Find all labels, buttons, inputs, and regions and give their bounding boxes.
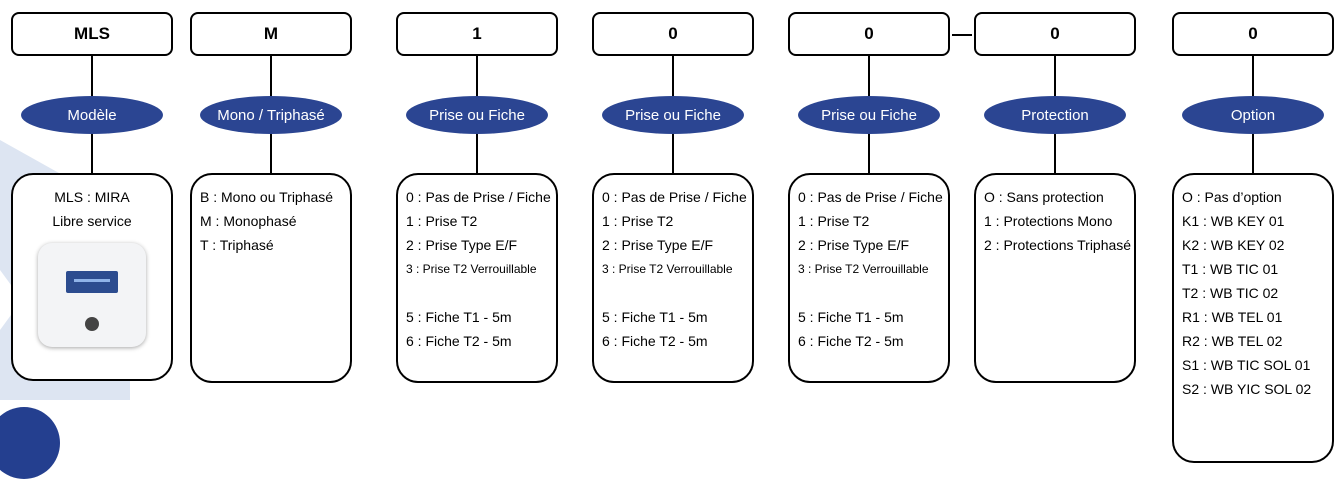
description-line: T : Triphasé	[200, 237, 274, 253]
charging-station-image	[38, 243, 146, 347]
category-label: Option	[1182, 96, 1324, 134]
description-line: S1 : WB TIC SOL 01	[1182, 357, 1311, 373]
description-line: 2 : Prise Type E/F	[406, 237, 518, 253]
description-line: 2 : Prise Type E/F	[798, 237, 910, 253]
connector-line	[1252, 56, 1254, 96]
code-box: MLS	[11, 12, 173, 56]
description-line: O : Pas d’option	[1182, 189, 1282, 205]
description-line: T2 : WB TIC 02	[1182, 285, 1279, 301]
description-line: 5 : Fiche T1 - 5m	[406, 309, 512, 325]
description-line: 0 : Pas de Prise / Fiche	[798, 189, 943, 205]
category-label: Modèle	[21, 96, 163, 134]
description-box: MLS : MIRA Libre service	[11, 173, 173, 381]
description-box: 0 : Pas de Prise / Fiche 1 : Prise T2 2 …	[396, 173, 558, 383]
code-box: 0	[1172, 12, 1334, 56]
station-button	[85, 317, 99, 331]
description-box: O : Pas d’option K1 : WB KEY 01 K2 : WB …	[1172, 173, 1334, 463]
category-label: Prise ou Fiche	[602, 96, 744, 134]
connector-line	[270, 134, 272, 174]
description-line: 1 : Prise T2	[798, 213, 870, 229]
connector-line	[1252, 134, 1254, 174]
category-label: Protection	[984, 96, 1126, 134]
separator-dash	[952, 34, 972, 36]
description-line: 1 : Protections Mono	[984, 213, 1113, 229]
code-box: 0	[788, 12, 950, 56]
description-box: O : Sans protection 1 : Protections Mono…	[974, 173, 1136, 383]
description-line: MLS : MIRA	[54, 189, 130, 205]
description-line: 1 : Prise T2	[406, 213, 478, 229]
category-label: Mono / Triphasé	[200, 96, 342, 134]
description-line: 5 : Fiche T1 - 5m	[798, 309, 904, 325]
background-circle	[0, 407, 60, 479]
description-box: 0 : Pas de Prise / Fiche 1 : Prise T2 2 …	[592, 173, 754, 383]
description-line: 6 : Fiche T2 - 5m	[602, 333, 708, 349]
description-line: 6 : Fiche T2 - 5m	[406, 333, 512, 349]
description-line: B : Mono ou Triphasé	[200, 189, 334, 205]
code-box: 0	[974, 12, 1136, 56]
description-line: R1 : WB TEL 01	[1182, 309, 1283, 325]
connector-line	[270, 56, 272, 96]
description-line: 2 : Prise Type E/F	[602, 237, 714, 253]
connector-line	[91, 134, 93, 174]
code-box: M	[190, 12, 352, 56]
connector-line	[868, 56, 870, 96]
station-screen	[66, 271, 118, 293]
connector-line	[868, 134, 870, 174]
description-line: 3 : Prise T2 Verrouillable	[406, 262, 537, 276]
category-label: Prise ou Fiche	[798, 96, 940, 134]
description-line: 0 : Pas de Prise / Fiche	[602, 189, 747, 205]
description-line: M : Monophasé	[200, 213, 297, 229]
description-line: 5 : Fiche T1 - 5m	[602, 309, 708, 325]
description-line: 6 : Fiche T2 - 5m	[798, 333, 904, 349]
description-line: O : Sans protection	[984, 189, 1104, 205]
description-line: R2 : WB TEL 02	[1182, 333, 1283, 349]
description-line: K1 : WB KEY 01	[1182, 213, 1285, 229]
description-line: Libre service	[52, 213, 132, 229]
category-label: Prise ou Fiche	[406, 96, 548, 134]
description-line: 3 : Prise T2 Verrouillable	[798, 262, 929, 276]
description-line: 0 : Pas de Prise / Fiche	[406, 189, 551, 205]
connector-line	[91, 56, 93, 96]
connector-line	[1054, 134, 1056, 174]
description-line: 2 : Protections Triphasé	[984, 237, 1132, 253]
code-box: 0	[592, 12, 754, 56]
connector-line	[672, 56, 674, 96]
description-box: B : Mono ou Triphasé M : Monophasé T : T…	[190, 173, 352, 383]
connector-line	[1054, 56, 1056, 96]
description-box: 0 : Pas de Prise / Fiche 1 : Prise T2 2 …	[788, 173, 950, 383]
description-line: T1 : WB TIC 01	[1182, 261, 1279, 277]
description-line: 1 : Prise T2	[602, 213, 674, 229]
description-line: 3 : Prise T2 Verrouillable	[602, 262, 733, 276]
connector-line	[476, 56, 478, 96]
code-box: 1	[396, 12, 558, 56]
connector-line	[476, 134, 478, 174]
description-line: S2 : WB YIC SOL 02	[1182, 381, 1312, 397]
connector-line	[672, 134, 674, 174]
description-line: K2 : WB KEY 02	[1182, 237, 1285, 253]
